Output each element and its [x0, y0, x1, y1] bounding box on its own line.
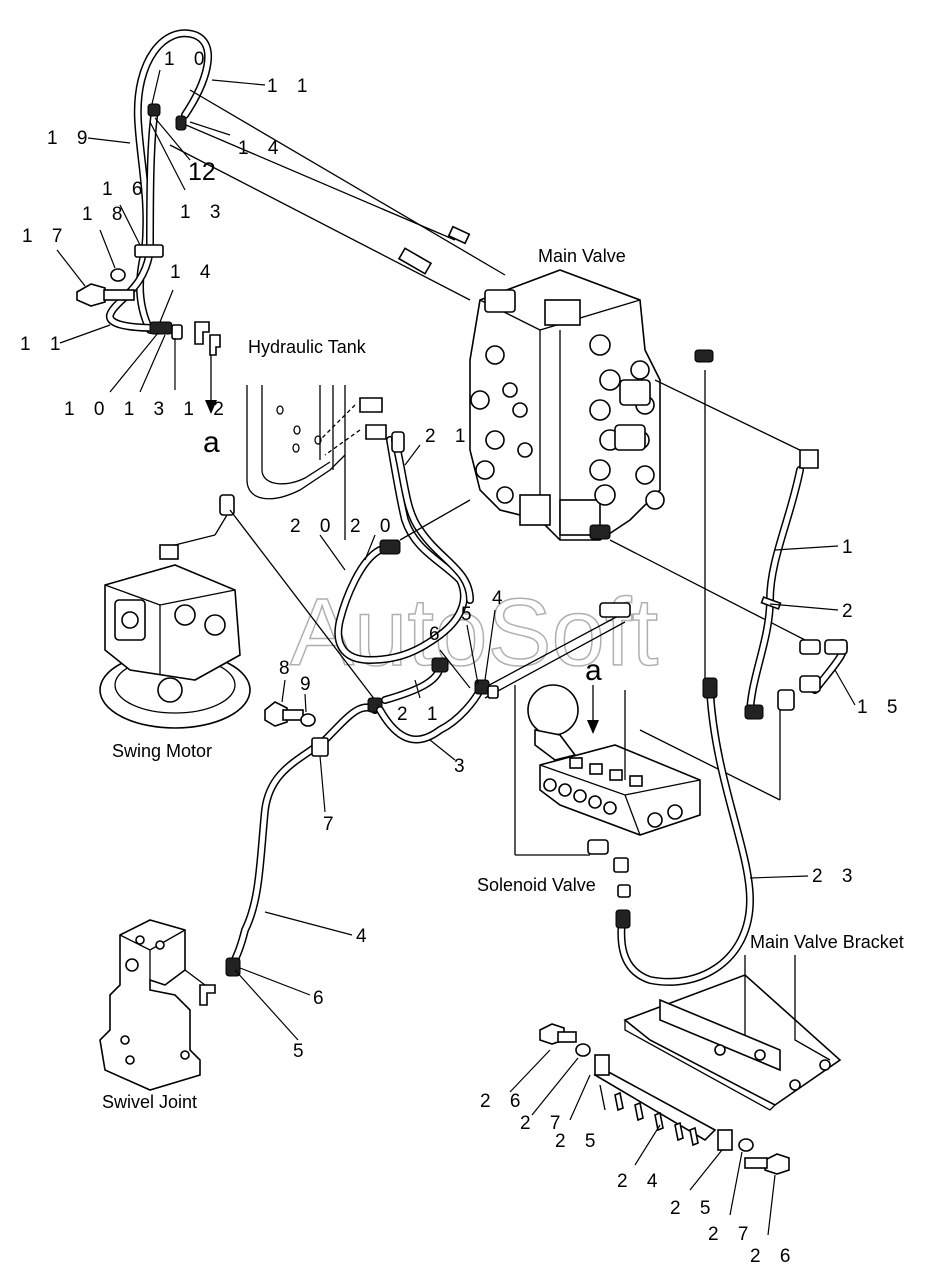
callout-7: 7: [323, 814, 341, 835]
swivel-joint-drawing: [99, 919, 216, 1091]
label-solenoid-valve: Solenoid Valve: [477, 875, 596, 895]
callout-26-right: 2 6: [750, 1246, 797, 1267]
callout-14-top: 1 4: [238, 138, 285, 159]
callout-20-left: 2 0: [290, 516, 337, 537]
plate-24-drawing: [539, 1023, 790, 1175]
callout-26-left: 2 6: [480, 1091, 527, 1112]
top-hose-loop: [76, 29, 221, 414]
callout-21-mid: 2 1: [397, 704, 444, 725]
callout-23: 2 3: [812, 866, 859, 887]
label-main-valve-bracket: Main Valve Bracket: [750, 932, 904, 952]
label-swivel-joint: Swivel Joint: [102, 1092, 197, 1112]
callout-19: 1 9: [47, 128, 94, 149]
callout-4-mid: 4: [492, 588, 510, 609]
callout-15: 1 5: [857, 697, 904, 718]
callout-1: 1: [842, 537, 860, 558]
callout-5-low: 5: [293, 1041, 311, 1062]
hoses-right: [609, 370, 848, 801]
callout-11-mid: 1 1: [20, 334, 67, 355]
arrow-label-a-right: a: [585, 654, 602, 687]
callout-18: 1 8: [82, 204, 129, 225]
leader-lines: [56, 69, 856, 1236]
callout-8: 8: [279, 658, 297, 679]
callout-5-mid: 5: [461, 604, 479, 625]
pipe-3: [399, 499, 631, 699]
callout-27-right: 2 7: [708, 1224, 755, 1245]
callout-25-right: 2 5: [670, 1198, 717, 1219]
callout-6-mid: 6: [429, 624, 447, 645]
hose-23: [615, 677, 754, 986]
callout-16: 1 6: [102, 179, 149, 200]
callout-6-low: 6: [313, 988, 331, 1009]
callout-21-top: 2 1: [425, 426, 472, 447]
callout-12-big: 12: [188, 158, 216, 186]
main-valve-drawing: [469, 269, 714, 541]
callout-27-left: 2 7: [520, 1113, 567, 1134]
callout-4-low: 4: [356, 926, 374, 947]
arrow-label-a-left: a: [203, 426, 220, 459]
callout-9: 9: [300, 674, 318, 695]
main-valve-bracket-drawing: [623, 955, 842, 1111]
solenoid-valve-drawing: [514, 684, 701, 898]
long-pipes-top: [169, 89, 506, 301]
hose-4-lower: [225, 697, 383, 977]
callout-25-left: 2 5: [555, 1131, 602, 1152]
callout-14-mid: 1 4: [170, 262, 217, 283]
hose-21-mid: [376, 657, 499, 744]
callout-3: 3: [454, 756, 472, 777]
hydraulic-tank-drawing: [246, 385, 387, 540]
hoses-20-21: [334, 431, 474, 664]
callout-20-right: 2 0: [350, 516, 397, 537]
swing-motor-drawing: [99, 494, 376, 729]
callout-10-13-12: 1 0 1 3 1 2: [64, 399, 231, 420]
callout-2: 2: [842, 601, 860, 622]
label-hydraulic-tank: Hydraulic Tank: [248, 337, 367, 357]
label-main-valve: Main Valve: [538, 246, 626, 266]
callout-10-top: 1 0: [164, 49, 211, 70]
callout-24: 2 4: [617, 1171, 664, 1192]
label-swing-motor: Swing Motor: [112, 741, 212, 761]
callout-17: 1 7: [22, 226, 69, 247]
callout-13-top: 1 3: [180, 202, 227, 223]
callout-11-top: 1 1: [267, 76, 314, 97]
